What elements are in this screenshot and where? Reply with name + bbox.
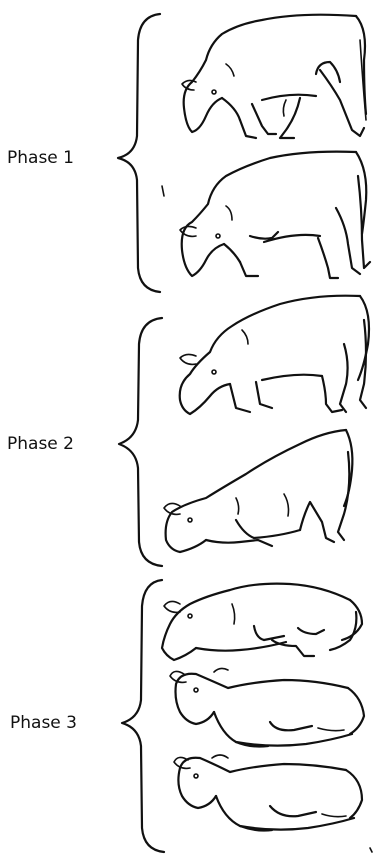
cow-kneeling-lowering-hindquarters xyxy=(163,428,354,554)
cow-grazing-kneeling-start xyxy=(161,150,372,280)
phase-2-brace xyxy=(117,316,164,568)
cow-front-kneeling xyxy=(178,294,371,416)
cow-standing-grazing xyxy=(181,13,368,140)
phase-3-brace xyxy=(120,578,166,854)
phase-3-label: Phase 3 xyxy=(10,713,77,733)
phase-1-label: Phase 1 xyxy=(7,148,74,168)
phase-2-label: Phase 2 xyxy=(7,434,74,454)
cow-lying-down-settling xyxy=(160,582,364,662)
cow-lying-head-up xyxy=(169,667,366,748)
phase-1-brace xyxy=(116,12,162,294)
cow-lying-resting xyxy=(173,754,373,853)
